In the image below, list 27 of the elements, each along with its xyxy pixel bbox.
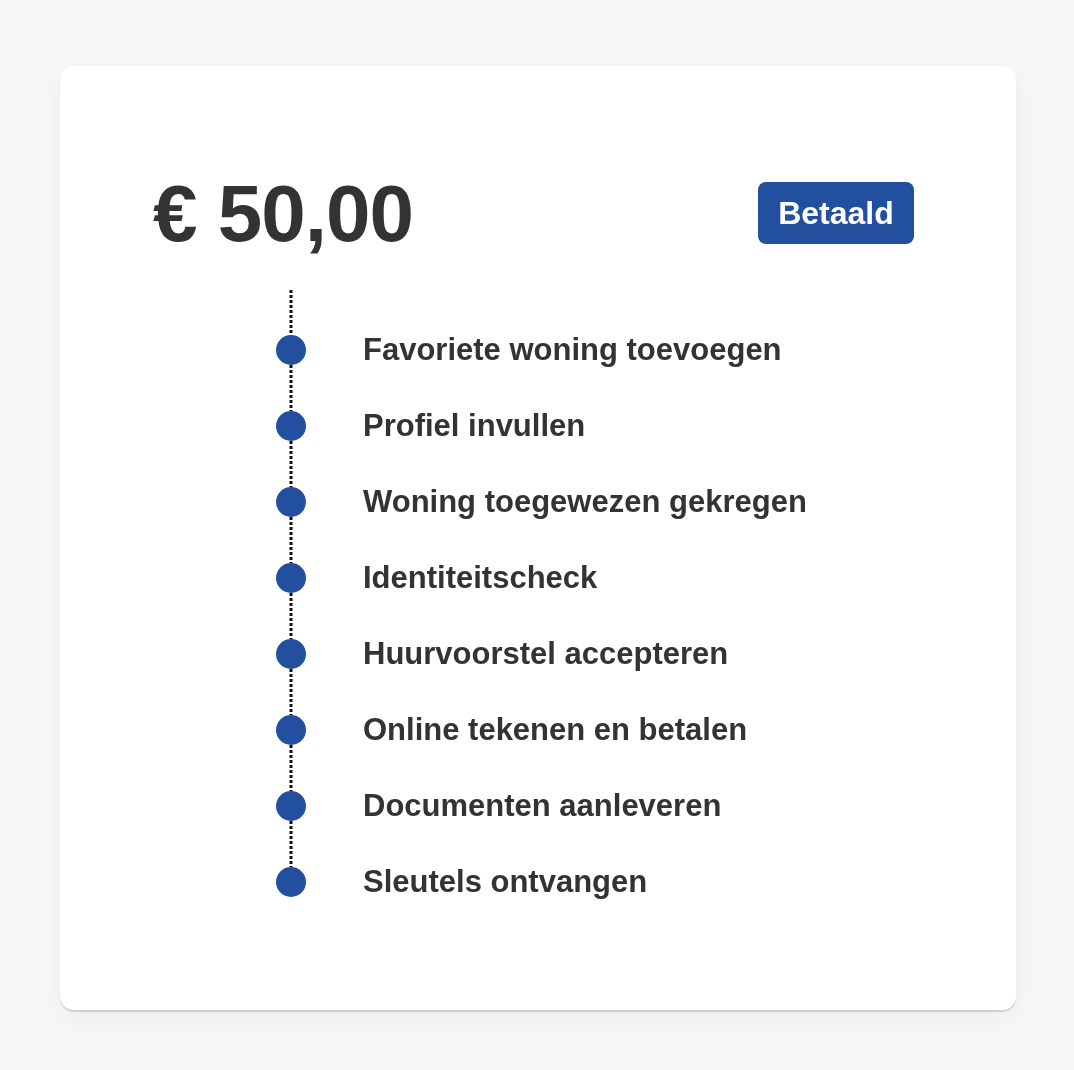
timeline-dot	[276, 411, 306, 441]
dotted-connector	[289, 745, 293, 791]
timeline-dot	[276, 791, 306, 821]
dotted-connector	[289, 593, 293, 639]
dotted-connector	[289, 821, 293, 867]
dotted-connector	[289, 517, 293, 563]
dotted-connector	[289, 290, 293, 335]
timeline-dot	[276, 867, 306, 897]
dotted-connector	[289, 365, 293, 411]
step-label: Online tekenen en betalen	[363, 715, 748, 745]
card	[60, 66, 1016, 1010]
timeline-dot	[276, 487, 306, 517]
step-label: Favoriete woning toevoegen	[363, 335, 782, 365]
step-label: Profiel invullen	[363, 411, 586, 441]
dotted-connector	[289, 669, 293, 715]
dotted-connector	[289, 441, 293, 487]
step-label: Woning toegewezen gekregen	[363, 487, 807, 517]
step-label: Sleutels ontvangen	[363, 867, 648, 897]
step-label: Huurvoorstel accepteren	[363, 639, 729, 669]
timeline-dot	[276, 335, 306, 365]
step-label: Identiteitscheck	[363, 563, 598, 593]
timeline-dot	[276, 639, 306, 669]
status-badge: Betaald	[758, 182, 914, 244]
timeline-dot	[276, 715, 306, 745]
price-amount: € 50,00	[153, 174, 413, 254]
timeline-dot	[276, 563, 306, 593]
step-label: Documenten aanleveren	[363, 791, 722, 821]
